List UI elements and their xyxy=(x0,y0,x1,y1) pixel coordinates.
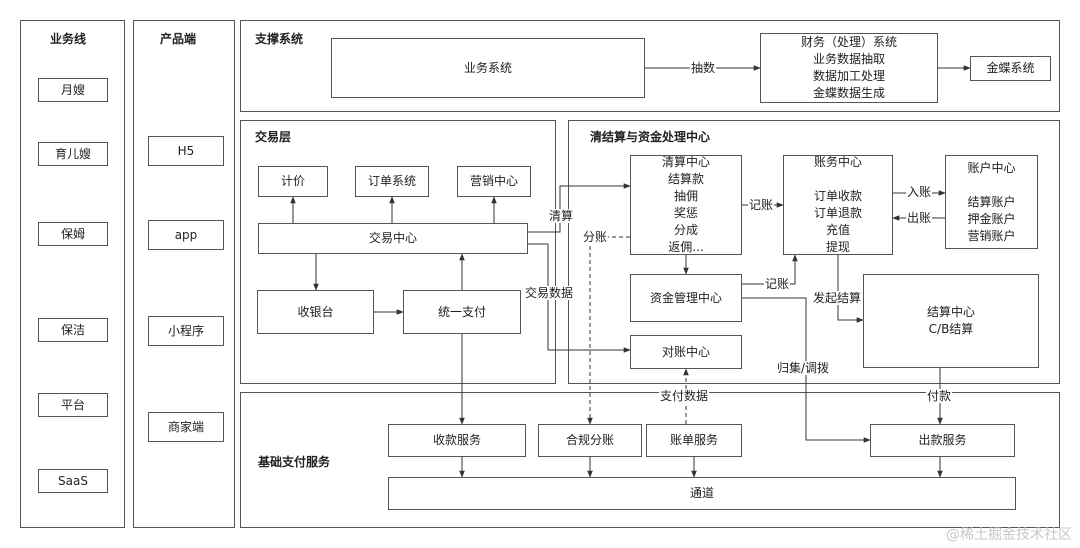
compliance-split-node[interactable]: 合规分账 xyxy=(538,424,642,457)
base-payment-title: 基础支付服务 xyxy=(258,455,331,469)
edge-label-incoming: 入账 xyxy=(906,185,933,199)
payout-service-node[interactable]: 出款服务 xyxy=(870,424,1015,457)
edge-label-record-1: 记账 xyxy=(748,198,775,212)
edge-label-extract: 抽数 xyxy=(690,61,717,75)
business-item-yuesao[interactable]: 月嫂 xyxy=(38,78,108,102)
edge-label-split: 分账 xyxy=(582,230,609,244)
edge-label-trade-data: 交易数据 xyxy=(524,286,575,300)
business-item-baomu[interactable]: 保姆 xyxy=(38,222,108,246)
business-item-saas[interactable]: SaaS xyxy=(38,469,108,493)
bill-service-node[interactable]: 账单服务 xyxy=(646,424,742,457)
order-system-node[interactable]: 订单系统 xyxy=(355,166,429,197)
edge-record-2 xyxy=(742,254,798,285)
unified-pay-node[interactable]: 统一支付 xyxy=(403,290,521,334)
edge-label-payment: 付款 xyxy=(926,389,953,403)
clearing-center-title: 清结算与资金处理中心 xyxy=(590,130,711,144)
edge-clearing xyxy=(528,183,631,233)
edge-label-pay-data: 支付数据 xyxy=(659,389,710,403)
account-center-node[interactable]: 账户中心 结算账户 押金账户 营销账户 xyxy=(945,155,1038,249)
business-line-panel xyxy=(20,20,125,528)
support-system-title: 支撑系统 xyxy=(255,32,304,46)
edge-initiate-settle xyxy=(837,255,864,323)
product-end-panel xyxy=(133,20,235,528)
business-item-platform[interactable]: 平台 xyxy=(38,393,108,417)
edge-label-record-2: 记账 xyxy=(764,277,791,291)
edge-split xyxy=(587,236,630,425)
ledger-center-node[interactable]: 账务中心 订单收款 订单退款 充值 提现 xyxy=(783,155,893,255)
business-item-baojie[interactable]: 保洁 xyxy=(38,318,108,342)
product-item-h5[interactable]: H5 xyxy=(148,136,224,166)
marketing-center-node[interactable]: 营销中心 xyxy=(457,166,531,197)
clearing-calc-node[interactable]: 清算中心 结算款 抽佣 奖惩 分成 返佣... xyxy=(630,155,742,255)
watermark: @稀土掘金技术社区 xyxy=(946,527,1072,543)
business-system-node[interactable]: 业务系统 xyxy=(331,38,645,98)
trade-center-node[interactable]: 交易中心 xyxy=(258,223,528,254)
edge-label-collect-allocate: 归集/调拨 xyxy=(776,361,831,375)
kingdee-system-node[interactable]: 金蝶系统 xyxy=(970,56,1051,81)
collect-service-node[interactable]: 收款服务 xyxy=(388,424,526,457)
business-line-title: 业务线 xyxy=(50,32,87,46)
edge-label-initiate-settle: 发起结算 xyxy=(812,291,863,305)
edge-label-clearing: 清算 xyxy=(548,209,575,223)
settlement-center-node[interactable]: 结算中心 C/B结算 xyxy=(863,274,1039,368)
finance-system-node[interactable]: 财务（处理）系统 业务数据抽取 数据加工处理 金蝶数据生成 xyxy=(760,33,938,103)
cashier-node[interactable]: 收银台 xyxy=(257,290,374,334)
product-item-app[interactable]: app xyxy=(148,220,224,250)
trade-layer-title: 交易层 xyxy=(255,130,292,144)
business-item-yuersao[interactable]: 育儿嫂 xyxy=(38,142,108,166)
product-end-title: 产品端 xyxy=(160,32,197,46)
product-item-merchant[interactable]: 商家端 xyxy=(148,412,224,442)
channel-node[interactable]: 通道 xyxy=(388,477,1016,510)
edge-label-outgoing: 出账 xyxy=(906,211,933,225)
product-item-miniprogram[interactable]: 小程序 xyxy=(148,316,224,346)
